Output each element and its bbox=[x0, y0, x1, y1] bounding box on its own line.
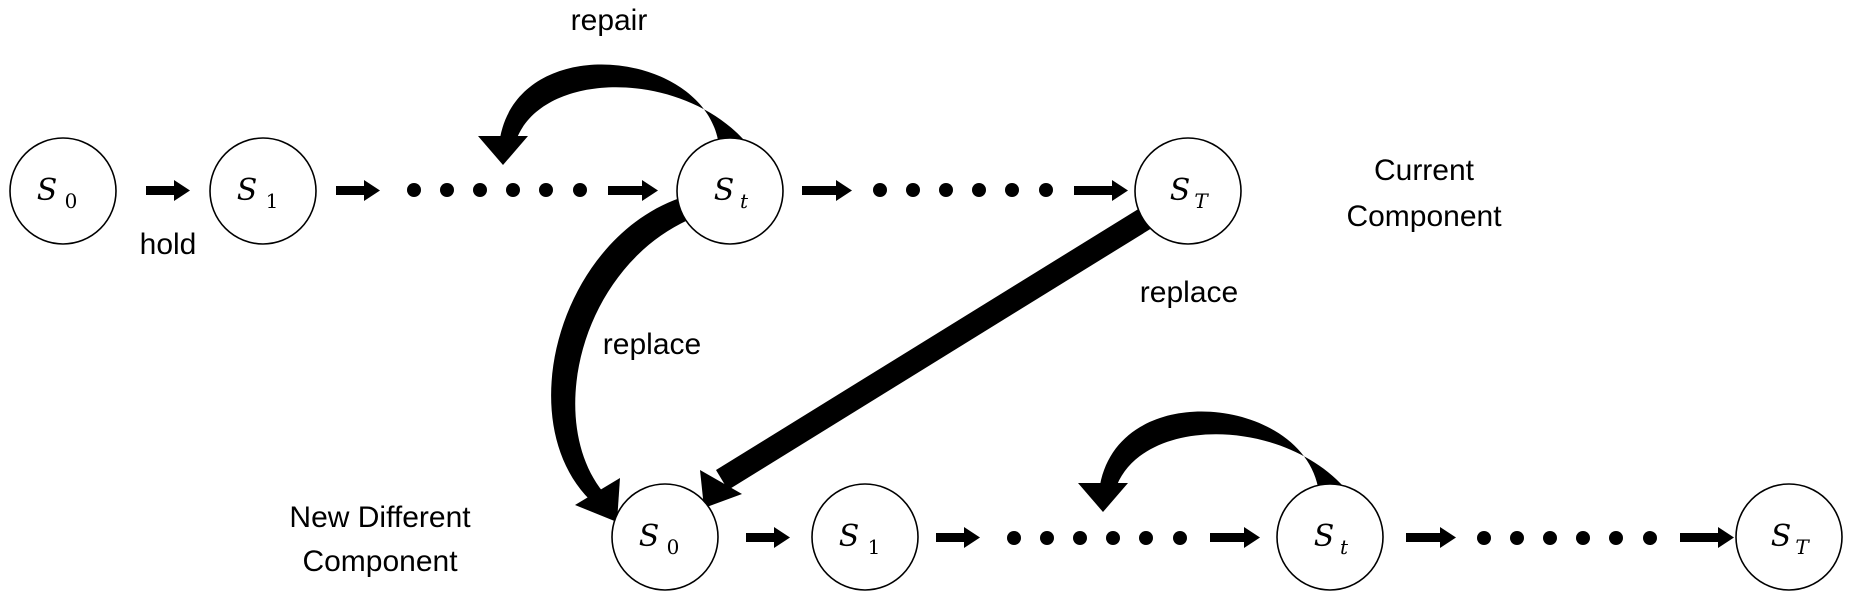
top-arrow-s0-s1 bbox=[146, 180, 190, 201]
top-dots-2 bbox=[873, 183, 1053, 197]
svg-text:T: T bbox=[1795, 535, 1810, 559]
bottom-arrow-s0-s1 bbox=[746, 527, 790, 548]
bottom-dots-1 bbox=[1007, 531, 1187, 545]
top-node-s1: S 1 bbox=[209, 137, 317, 245]
new-component-caption-line1: New Different bbox=[289, 501, 471, 534]
bottom-node-s0: S 0 bbox=[611, 483, 719, 591]
current-component-caption-line2: Component bbox=[1346, 200, 1502, 233]
replace-arrow-from-sT bbox=[700, 208, 1152, 508]
bottom-arrow-st-dots bbox=[1406, 527, 1456, 548]
bottom-node-sT: S T bbox=[1735, 483, 1843, 591]
svg-text:t: t bbox=[740, 189, 749, 213]
top-node-sT: S T bbox=[1134, 137, 1242, 245]
svg-text:S: S bbox=[839, 519, 860, 554]
svg-text:S: S bbox=[1314, 519, 1335, 554]
replace-label-from-st: replace bbox=[603, 328, 701, 361]
svg-text:S: S bbox=[1170, 173, 1191, 208]
svg-text:0: 0 bbox=[65, 189, 78, 213]
replace-arrow-from-st bbox=[551, 198, 688, 522]
current-component-caption-line1: Current bbox=[1374, 154, 1475, 187]
repair-label: repair bbox=[571, 4, 648, 37]
top-node-st: S t bbox=[676, 137, 784, 245]
bottom-arrow-s1-dots bbox=[936, 527, 980, 548]
svg-text:S: S bbox=[639, 519, 660, 554]
top-arrow-dots-st bbox=[608, 180, 658, 201]
bottom-arrow-dots-sT bbox=[1680, 527, 1734, 548]
svg-text:S: S bbox=[237, 173, 258, 208]
bottom-arrow-dots-st bbox=[1210, 527, 1260, 548]
bottom-dots-2 bbox=[1477, 531, 1657, 545]
svg-text:T: T bbox=[1194, 189, 1209, 213]
top-arrow-dots-sT bbox=[1074, 180, 1128, 201]
top-node-s0: S 0 bbox=[9, 137, 117, 245]
bottom-node-s1: S 1 bbox=[811, 483, 919, 591]
svg-text:1: 1 bbox=[868, 535, 881, 559]
bottom-repair-loop-arrow bbox=[1078, 411, 1344, 512]
hold-label: hold bbox=[140, 228, 197, 261]
top-arrow-st-dots bbox=[802, 180, 852, 201]
top-repair-loop-arrow bbox=[478, 64, 744, 165]
top-dots-1 bbox=[407, 183, 587, 197]
new-component-caption-line2: Component bbox=[302, 545, 458, 578]
replace-label-from-sT: replace bbox=[1140, 276, 1238, 309]
svg-text:S: S bbox=[1771, 519, 1792, 554]
top-arrow-s1-dots bbox=[336, 180, 380, 201]
svg-text:1: 1 bbox=[266, 189, 279, 213]
bottom-node-st: S t bbox=[1276, 483, 1384, 591]
svg-text:S: S bbox=[714, 173, 735, 208]
svg-text:t: t bbox=[1340, 535, 1349, 559]
svg-text:0: 0 bbox=[667, 535, 680, 559]
svg-text:S: S bbox=[37, 173, 58, 208]
